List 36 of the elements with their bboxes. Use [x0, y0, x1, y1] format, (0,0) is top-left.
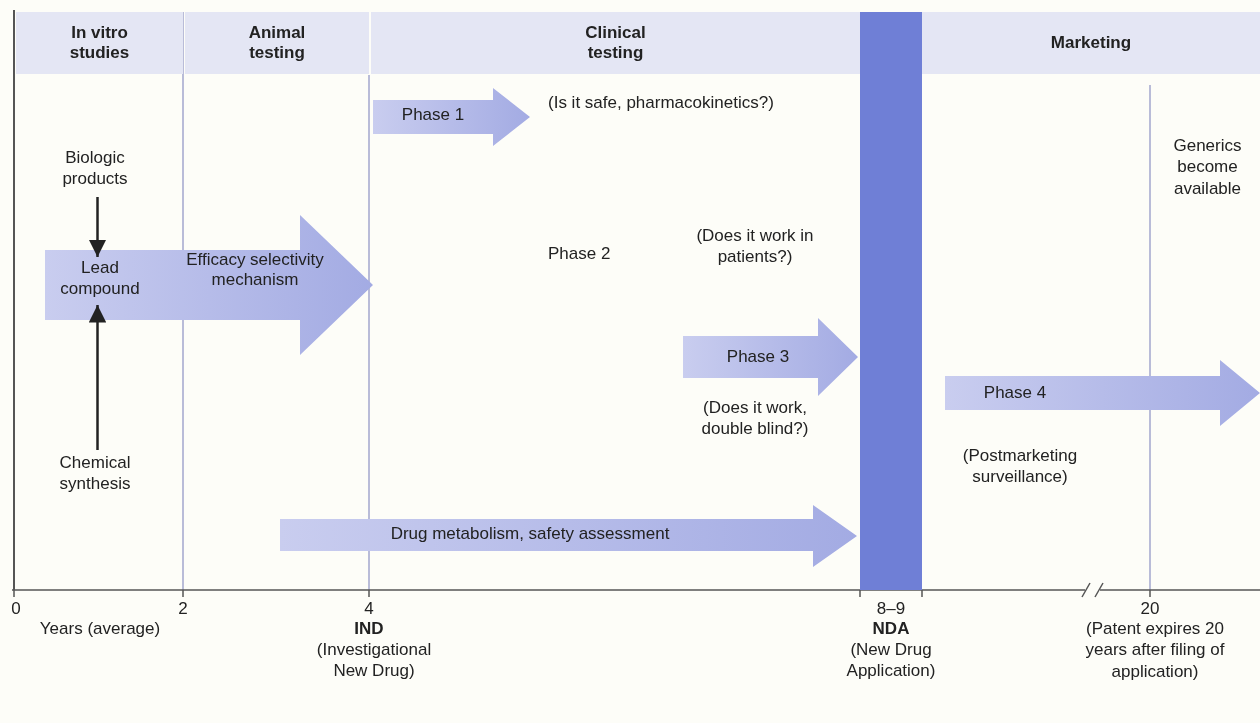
- arrow-label: Drug metabolism, safety assessment: [389, 524, 671, 545]
- milestone-note: (Patent expires 20 years after filing of application): [1084, 618, 1226, 682]
- phase-label: Phase 2: [548, 243, 612, 265]
- column-header: In vitro studies: [68, 22, 131, 64]
- node-label: Biologic products: [45, 147, 145, 195]
- header-band: [185, 12, 369, 74]
- tick-label: 4: [363, 598, 375, 620]
- annotation-text: (Does it work in patients?): [695, 225, 815, 268]
- milestone-note: (Investigational New Drug): [315, 639, 433, 682]
- axis-title: Years (average): [38, 618, 162, 640]
- tick-label: 2: [177, 598, 189, 620]
- annotation-text: (Does it work, double blind?): [700, 397, 810, 440]
- header-band: [16, 12, 183, 74]
- header-band: [371, 12, 860, 74]
- tick-label: 0: [10, 598, 22, 620]
- annotation-text: (Is it safe, pharmacokinetics?): [548, 92, 775, 114]
- column-header: Animal testing: [247, 22, 307, 64]
- tick-label: 8–9: [875, 598, 907, 620]
- milestone-note: (New Drug Application): [845, 639, 937, 682]
- arrow-label: Efficacy selectivity mechanism: [185, 250, 325, 291]
- arrow: [88, 305, 107, 450]
- node-label: Chemical synthesis: [40, 452, 150, 500]
- tick-label: 20: [1139, 598, 1161, 620]
- note-text: Generics become available: [1172, 135, 1243, 199]
- arrow-label: Phase 4: [982, 383, 1048, 404]
- milestone-label: NDA: [871, 618, 911, 640]
- node-label: Lead compound: [45, 257, 155, 305]
- header-band: [922, 12, 1260, 74]
- arrow-label: Phase 1: [400, 105, 466, 126]
- column-header: Clinical testing: [584, 22, 647, 64]
- column-header: Marketing: [1049, 32, 1133, 54]
- milestone-label: IND: [353, 618, 385, 640]
- milestone-bar: [860, 12, 922, 590]
- annotation-text: (Postmarketing surveillance): [961, 445, 1079, 488]
- arrow-label: Phase 3: [725, 347, 791, 368]
- arrow: [88, 197, 107, 257]
